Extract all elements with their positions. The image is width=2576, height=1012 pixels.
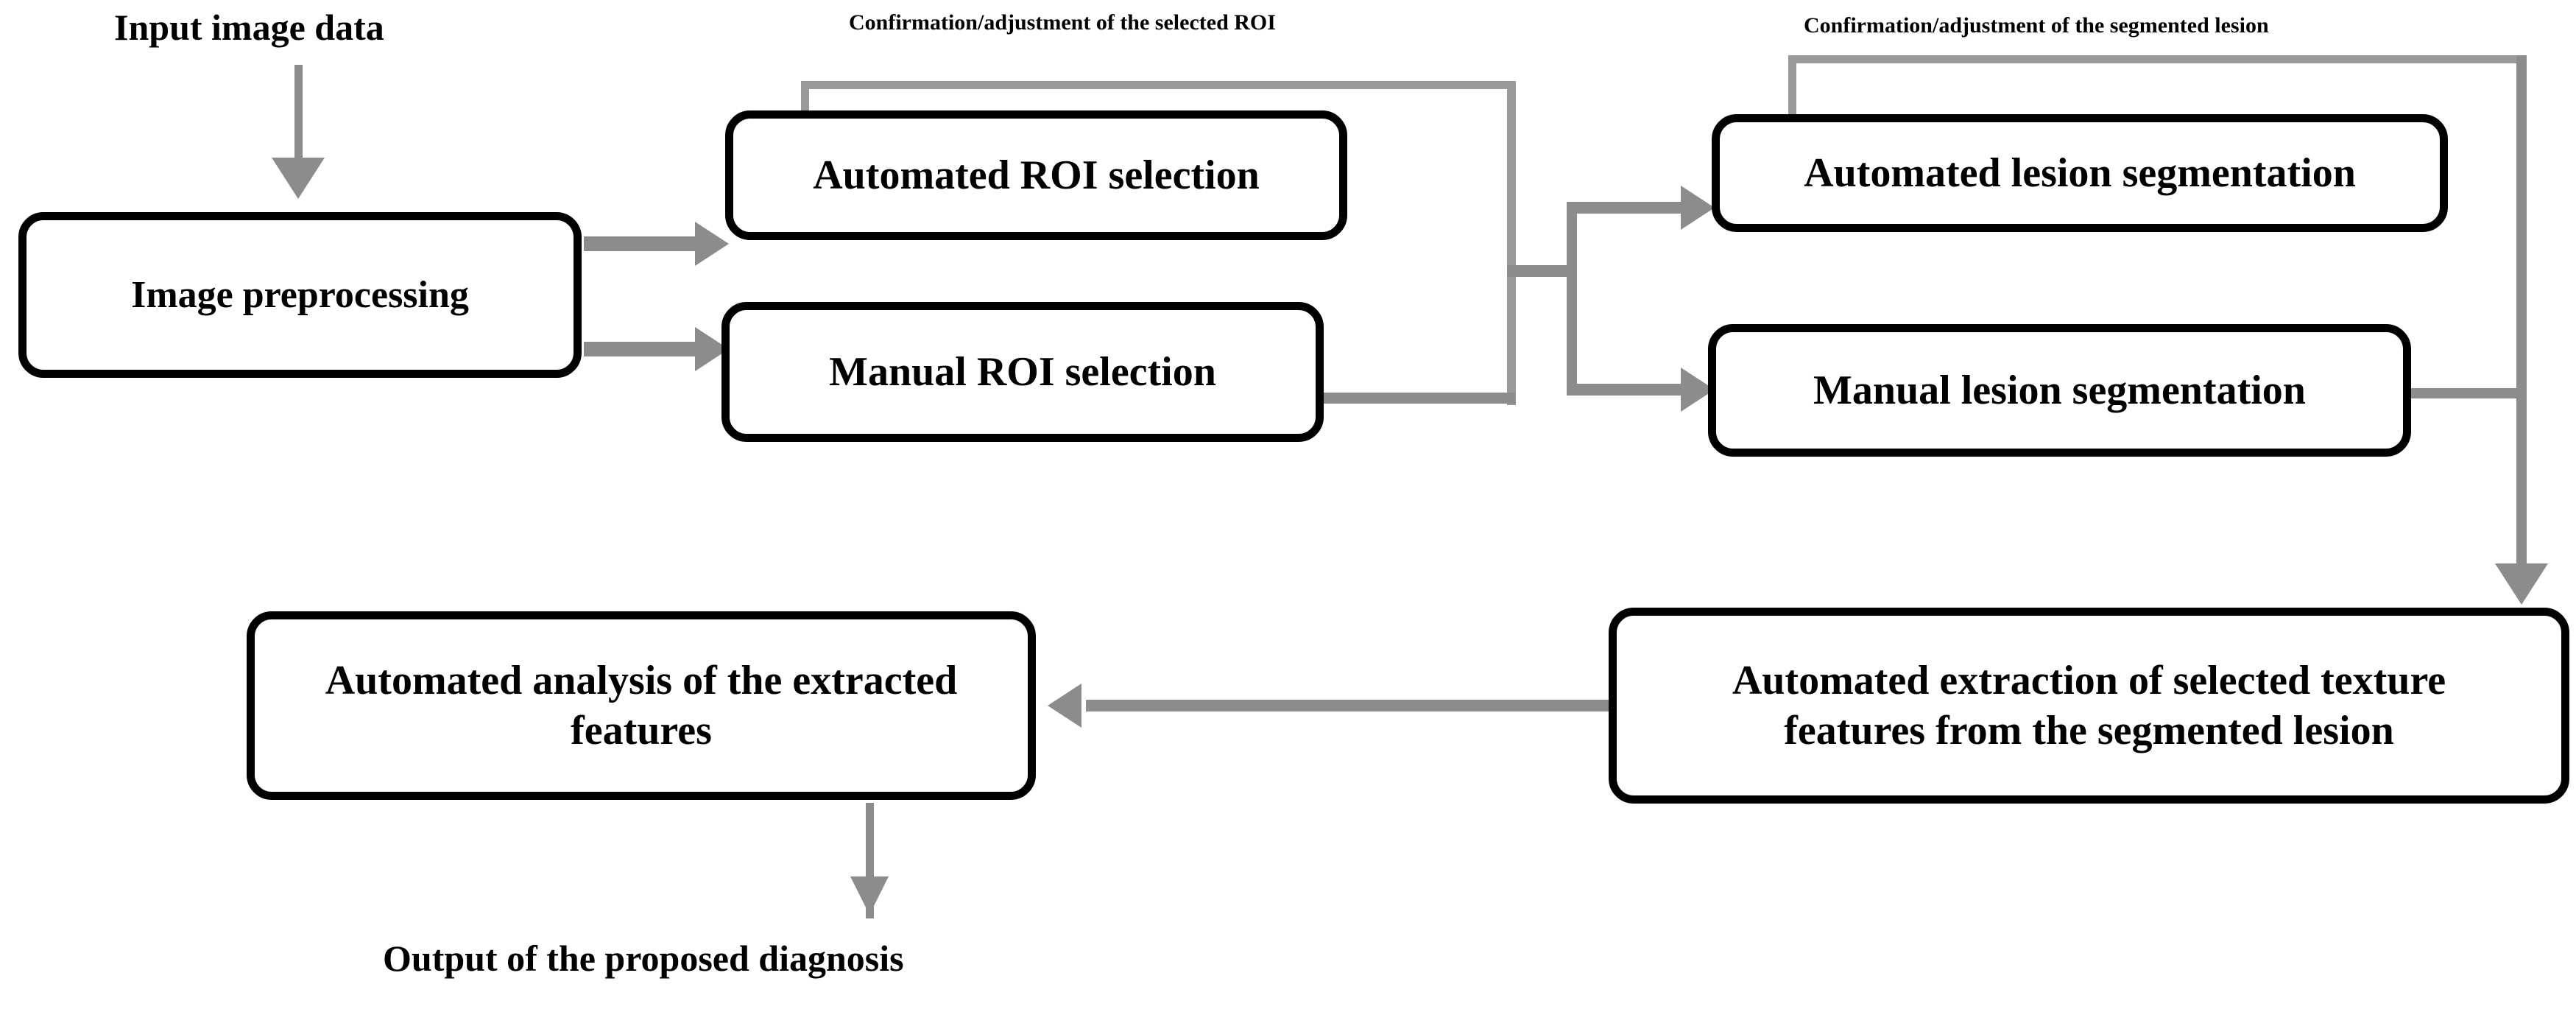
node-automated-lesion-segmentation-label: Automated lesion segmentation bbox=[1804, 150, 2356, 196]
feedback-lesion-top-rail bbox=[1788, 55, 2524, 63]
edge-manual-seg-to-bus bbox=[2409, 388, 2525, 398]
edge-extraction-to-analysis-arrowhead bbox=[1048, 684, 1081, 728]
edge-preprocessing-to-auto-roi-arrowhead bbox=[695, 222, 729, 266]
node-automated-extraction-text: Automated extraction of selected texture… bbox=[1706, 656, 2472, 756]
node-automated-analysis-label: Automated analysis of the extracted feat… bbox=[325, 657, 958, 753]
edge-input-to-preprocessing-arrowhead bbox=[272, 158, 325, 199]
node-manual-roi-selection[interactable]: Manual ROI selection bbox=[721, 302, 1324, 442]
edge-input-to-preprocessing-stem bbox=[294, 65, 303, 159]
feedback-lesion-label: Confirmation/adjustment of the segmented… bbox=[1804, 13, 2269, 38]
edge-junction-to-auto-seg-stem bbox=[1567, 202, 1684, 214]
output-label: Output of the proposed diagnosis bbox=[383, 938, 904, 979]
node-manual-roi-selection-label: Manual ROI selection bbox=[829, 348, 1216, 395]
node-automated-extraction-label-line2: features from the segmented lesion bbox=[1784, 708, 2394, 753]
edge-manual-roi-to-bus bbox=[1322, 393, 1515, 404]
edge-preprocessing-to-manual-roi-stem bbox=[584, 342, 698, 356]
edge-extraction-to-analysis-stem bbox=[1086, 700, 1613, 711]
feedback-roi-riser bbox=[801, 81, 809, 122]
node-automated-analysis[interactable]: Automated analysis of the extracted feat… bbox=[247, 611, 1036, 800]
edge-analysis-to-output-arrowhead bbox=[850, 876, 889, 915]
edge-preprocessing-to-auto-roi-stem bbox=[584, 236, 698, 251]
junction-roi-crossbar bbox=[1507, 265, 1575, 277]
feedback-roi-label: Confirmation/adjustment of the selected … bbox=[849, 10, 1276, 35]
feedback-lesion-riser bbox=[1788, 55, 1796, 120]
node-automated-extraction-label-line1: Automated extraction of selected texture bbox=[1732, 657, 2446, 703]
input-label: Input image data bbox=[114, 7, 384, 48]
edge-junction-to-manual-seg-stem bbox=[1567, 384, 1684, 396]
feedback-roi-descender bbox=[1507, 81, 1516, 405]
edge-analysis-to-output-stem bbox=[866, 803, 874, 918]
node-automated-extraction[interactable]: Automated extraction of selected texture… bbox=[1609, 608, 2569, 804]
node-manual-lesion-segmentation[interactable]: Manual lesion segmentation bbox=[1708, 324, 2411, 457]
node-image-preprocessing-label: Image preprocessing bbox=[131, 273, 469, 316]
node-manual-lesion-segmentation-label: Manual lesion segmentation bbox=[1813, 367, 2306, 413]
node-automated-roi-selection[interactable]: Automated ROI selection bbox=[725, 110, 1347, 240]
junction-roi-splitter-column bbox=[1567, 202, 1577, 393]
feedback-roi-top-rail bbox=[801, 81, 1515, 89]
edge-junction-to-auto-seg-arrowhead bbox=[1681, 186, 1715, 230]
node-automated-lesion-segmentation[interactable]: Automated lesion segmentation bbox=[1712, 114, 2448, 232]
edge-bus-to-extraction-arrowhead bbox=[2495, 563, 2548, 605]
lesion-output-bus bbox=[2516, 55, 2527, 571]
node-image-preprocessing[interactable]: Image preprocessing bbox=[18, 212, 582, 378]
node-automated-roi-selection-label: Automated ROI selection bbox=[813, 152, 1260, 198]
